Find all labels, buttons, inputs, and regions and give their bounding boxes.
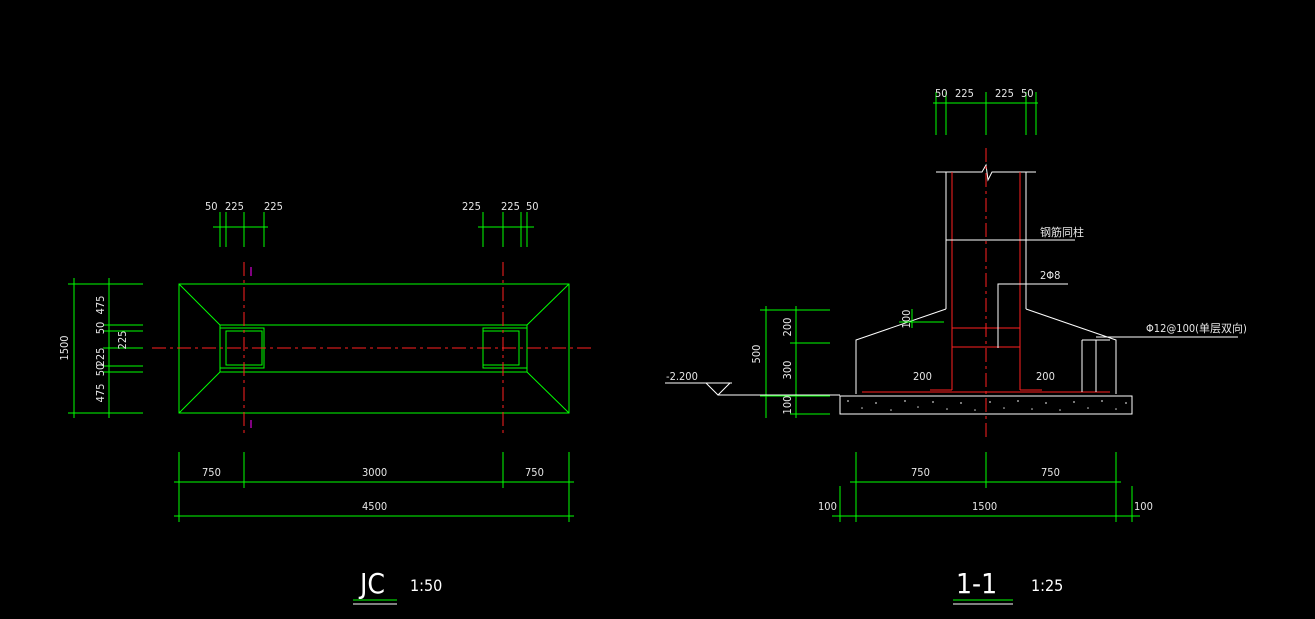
plan-view: 50 225 225 225 225 50 1500 475 50 225 50… — [58, 200, 595, 605]
dim-text: 500 — [750, 345, 763, 364]
plan-slope-line — [178, 371, 221, 414]
offset-left: 200 — [913, 370, 932, 383]
level-text: -2.200 — [666, 370, 698, 383]
dim-text: 50 — [205, 200, 218, 213]
dim-text: 100 — [900, 310, 913, 329]
plan-title: JC — [358, 567, 385, 600]
blinding-hatch — [847, 400, 1127, 411]
dim-text: 50 — [526, 200, 539, 213]
dim-text: 100 — [781, 396, 794, 415]
dim-text: 50 — [1021, 87, 1034, 100]
label-rebar-column: 钢筋同柱 — [1040, 225, 1084, 239]
dim-text: 225 — [501, 200, 520, 213]
footing-outline-right — [1025, 308, 1117, 394]
plan-slope-line — [178, 283, 221, 326]
dim-text: 50 — [935, 87, 948, 100]
plan-slope-line — [526, 283, 570, 326]
dim-text: 225 — [264, 200, 283, 213]
dim-text: 300 — [781, 361, 794, 380]
dim-text: 750 — [525, 466, 544, 479]
plan-scale: 1:50 — [410, 576, 442, 595]
dim-text: 475 — [94, 384, 107, 403]
dim-text: 225 — [116, 331, 129, 350]
dim-text: 100 — [818, 500, 837, 513]
dim-text: 4500 — [362, 500, 387, 513]
level-triangle — [705, 382, 731, 396]
dim-text: 1500 — [58, 335, 71, 360]
dim-text: 50 — [94, 322, 107, 335]
footing-outline-left — [855, 308, 947, 394]
dim-text: 1500 — [972, 500, 997, 513]
leader-line — [997, 283, 1068, 348]
dim-text: 100 — [1134, 500, 1153, 513]
plan-slope-line — [526, 371, 570, 414]
section-view: 50 225 225 50 钢筋同柱 2Φ8 Φ12@100(单层双向) 100… — [665, 87, 1247, 605]
dim-text: 200 — [781, 318, 794, 337]
dim-text: 225 — [995, 87, 1014, 100]
dim-text: 475 — [94, 296, 107, 315]
blinding-layer — [839, 395, 1133, 415]
dim-text: 750 — [1041, 466, 1060, 479]
section-title: 1-1 — [956, 567, 997, 600]
label-stirrup: 2Φ8 — [1040, 269, 1060, 282]
dim-text: 225 — [94, 348, 107, 367]
section-scale: 1:25 — [1031, 576, 1063, 595]
dim-text: 750 — [202, 466, 221, 479]
offset-right: 200 — [1036, 370, 1055, 383]
dim-text: 225 — [955, 87, 974, 100]
dim-text: 225 — [462, 200, 481, 213]
label-mesh: Φ12@100(单层双向) — [1146, 321, 1247, 335]
break-line — [936, 163, 1036, 182]
dim-text: 225 — [225, 200, 244, 213]
dim-text: 750 — [911, 466, 930, 479]
dim-text: 3000 — [362, 466, 387, 479]
dim-text: 50 — [94, 364, 107, 377]
